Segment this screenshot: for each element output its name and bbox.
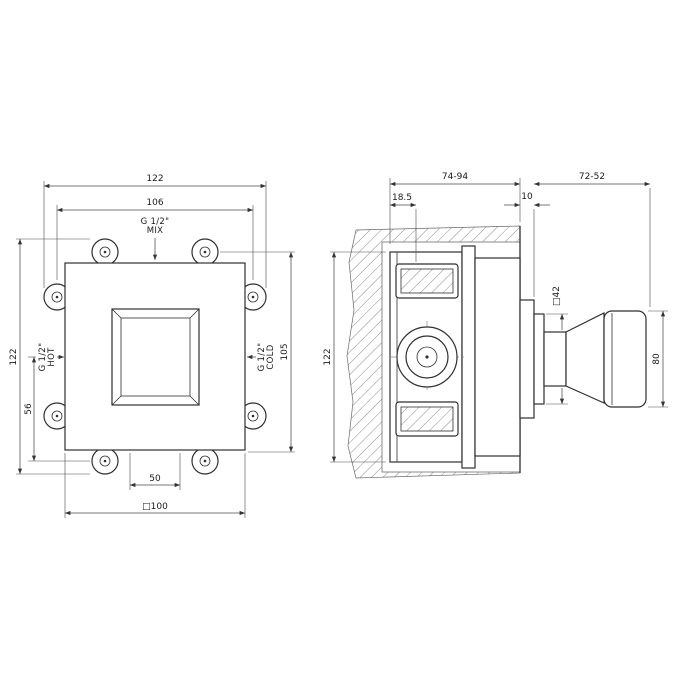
cold-label-line1: G 1/2" xyxy=(257,343,267,372)
dim-recess-depth: 18.5 xyxy=(392,193,412,203)
mix-port-label: G 1/2" MIX xyxy=(141,217,170,260)
side-view: 74-94 18.5 10 72-52 122 xyxy=(323,172,668,479)
dim-projection-range: 72-52 xyxy=(579,172,605,182)
hot-port-label: G 1/2" HOT xyxy=(38,343,64,372)
dimension-bottom-span: 50 xyxy=(129,453,181,490)
dim-escutcheon-square: □42 xyxy=(552,286,562,306)
dim-left-overall: 122 xyxy=(9,348,19,365)
dim-left-offset: 56 xyxy=(24,403,34,415)
dimension-projection-range: 72-52 xyxy=(534,172,651,307)
dim-top-overall: 122 xyxy=(146,174,163,184)
dim-side-body-height: 122 xyxy=(323,348,333,365)
dim-bottom-span: 50 xyxy=(149,474,161,484)
escutcheon-plate xyxy=(519,299,535,419)
dim-top-inner: 106 xyxy=(146,198,163,208)
mix-label-line1: G 1/2" xyxy=(141,217,170,227)
front-view: 122 106 G 1/2" MIX 122 56 xyxy=(9,174,295,518)
mix-label-line2: MIX xyxy=(147,226,164,236)
dimension-top-inner: 106 xyxy=(56,198,254,280)
mounting-holes xyxy=(51,246,259,467)
dimension-plate-thickness: 10 xyxy=(504,192,550,297)
hose-fitting-top xyxy=(395,263,459,299)
dimension-handle-height: 80 xyxy=(648,310,668,408)
dimension-escutcheon-square: □42 xyxy=(546,286,568,405)
dimension-side-body-height: 122 xyxy=(323,251,386,463)
dim-right-height: 105 xyxy=(280,343,290,360)
inner-opening xyxy=(111,308,200,406)
dimension-left-overall: 122 xyxy=(9,238,90,475)
dimension-depth-range: 74-94 xyxy=(389,172,521,244)
dimension-box-square: □100 xyxy=(64,453,246,518)
dimension-right-height: 105 xyxy=(220,251,295,453)
hot-label-line1: G 1/2" xyxy=(38,343,48,372)
dimension-left-offset: 56 xyxy=(24,356,90,462)
protection-cover xyxy=(474,257,521,457)
cartridge xyxy=(390,321,464,393)
dim-box-square: □100 xyxy=(142,502,168,512)
cold-port-label: G 1/2" COLD xyxy=(247,343,276,372)
hose-fitting-bottom xyxy=(395,401,459,437)
handle-assembly xyxy=(519,299,647,419)
dim-plate-thickness: 10 xyxy=(521,192,533,202)
handle-knob xyxy=(603,310,647,408)
handle-flare xyxy=(565,312,605,404)
dim-depth-range: 74-94 xyxy=(442,172,468,182)
escutcheon-collar xyxy=(533,313,545,405)
dimension-top-overall: 122 xyxy=(43,174,267,288)
hot-label-line2: HOT xyxy=(47,347,57,367)
dimension-recess-depth: 18.5 xyxy=(390,193,417,262)
dim-handle-height: 80 xyxy=(652,353,662,365)
handle-neck xyxy=(543,331,567,387)
cold-label-line2: COLD xyxy=(266,344,276,369)
